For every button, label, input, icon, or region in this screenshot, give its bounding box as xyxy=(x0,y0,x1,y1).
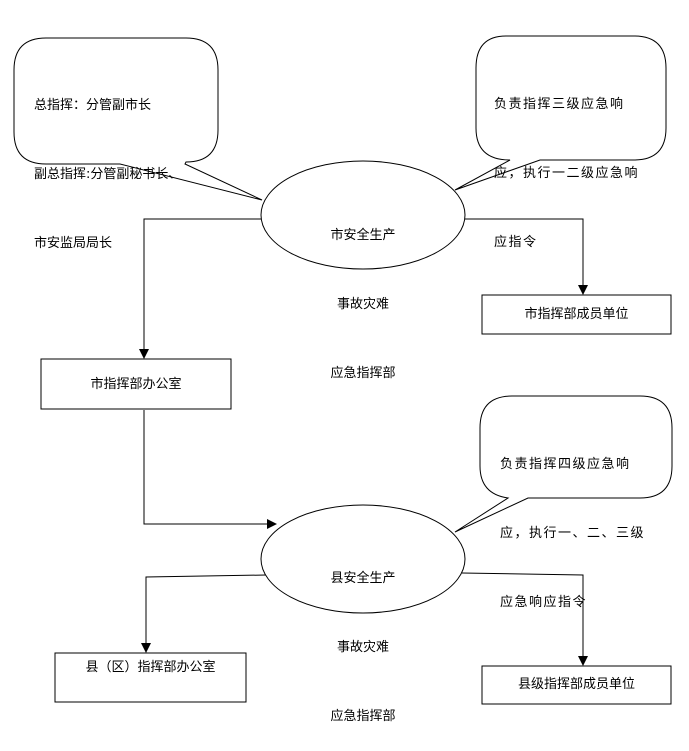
node-line: 应急指挥部 xyxy=(330,366,396,381)
city-members-label: 市指挥部成员单位 xyxy=(524,307,629,322)
flowchart-canvas xyxy=(13,35,673,705)
city-office-label: 市指挥部办公室 xyxy=(90,377,182,392)
callout-top-right-text: 负责指挥三级应急响 应，执行一二级应急响 应指令 xyxy=(494,47,639,277)
city-office-box xyxy=(40,358,232,410)
callout-line: 总指挥：分管副市长 xyxy=(34,98,152,113)
callout-line: 应，执行一二级应急响 xyxy=(494,166,640,181)
county-office-box xyxy=(54,652,247,703)
county-members-label: 县级指挥部成员单位 xyxy=(517,677,635,692)
callout-line: 负责指挥三级应急响 xyxy=(494,97,625,112)
node-line: 事故灾难 xyxy=(336,297,389,312)
county-members-box xyxy=(481,665,672,705)
callout-mid-right-shape xyxy=(454,395,673,533)
callout-top-left-shape xyxy=(13,37,263,201)
city-members-box xyxy=(481,294,672,335)
callout-top-right-shape xyxy=(454,35,667,191)
connector-city-office-to-county-hq xyxy=(143,410,277,529)
county-hq-label: 县安全生产 事故灾难 应急指挥部 xyxy=(300,521,426,751)
city-hq-ellipse xyxy=(260,160,466,270)
callout-line: 负责指挥四级应急响 xyxy=(500,457,631,472)
county-office-label: 县（区）指挥部办公室 xyxy=(85,660,216,675)
node-line: 事故灾难 xyxy=(336,640,389,655)
callout-top-left-text: 总指挥：分管副市长 副总指挥:分管副秘书长、 市安监局局长 xyxy=(34,48,181,278)
node-line: 县安全生产 xyxy=(330,571,396,586)
connector-city-hq-to-city-office xyxy=(139,218,265,359)
callout-line: 应急响应指令 xyxy=(500,595,588,610)
city-hq-label: 市安全生产 事故灾难 应急指挥部 xyxy=(300,178,426,408)
node-line: 市安全生产 xyxy=(330,228,396,243)
callout-line: 副总指挥:分管副秘书长、 xyxy=(34,167,182,182)
connector-county-hq-to-county-office xyxy=(141,574,267,653)
connector-county-hq-to-county-members xyxy=(461,572,588,666)
callout-line: 市安监局局长 xyxy=(34,236,113,251)
connector-city-hq-to-city-members xyxy=(465,218,588,295)
node-line: 应急指挥部 xyxy=(330,709,396,724)
county-hq-ellipse xyxy=(260,504,466,614)
callout-line: 应，执行一、二、三级 xyxy=(500,526,646,541)
callout-line: 应指令 xyxy=(494,235,538,250)
callout-mid-right-text: 负责指挥四级应急响 应，执行一、二、三级 应急响应指令 xyxy=(500,407,645,637)
